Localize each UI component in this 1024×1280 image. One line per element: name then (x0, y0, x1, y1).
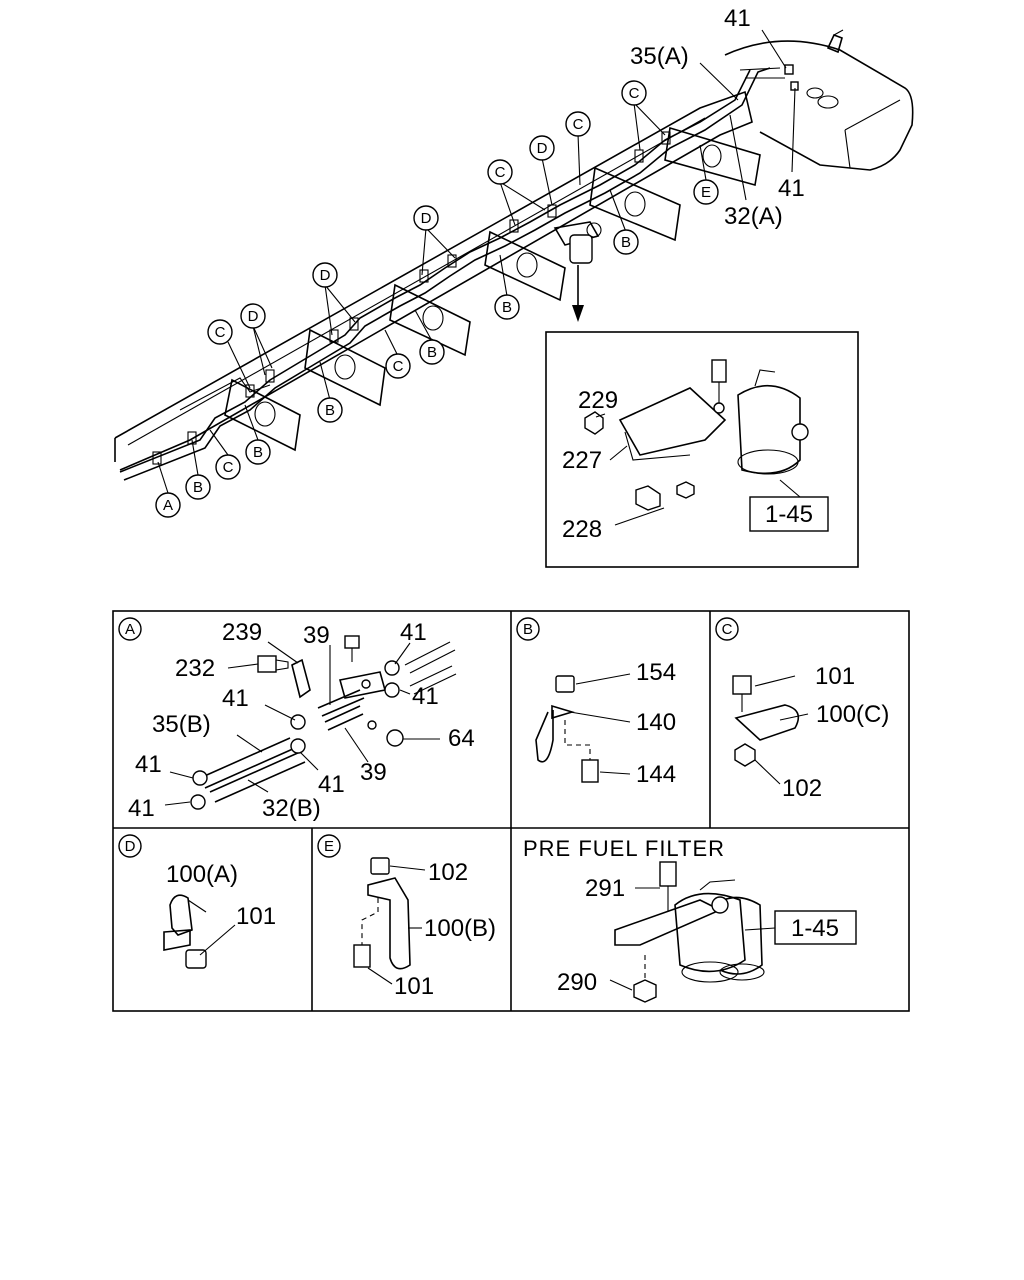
callout-c: C (215, 454, 241, 480)
callout-a: A (155, 492, 181, 518)
label-101: 101 (394, 973, 434, 1000)
callout-d: D (529, 135, 555, 161)
label-32a: 32(A) (724, 203, 783, 230)
svg-text:C: C (393, 358, 404, 375)
fuel-tank (724, 29, 914, 171)
label-100b: 100(B) (424, 915, 496, 942)
label-ref-1-45: 1-45 (791, 915, 839, 942)
panel-e-letter: E (324, 838, 334, 855)
label-39-b: 39 (360, 759, 387, 786)
panel-c-letter: C (722, 621, 733, 638)
filter-inset: 229 227 228 1-45 (545, 331, 859, 568)
frame-mounted-fuel-filter (553, 221, 602, 322)
label-32b: 32(B) (262, 795, 321, 822)
callout-d: D (413, 205, 439, 231)
label-41-right: 41 (778, 175, 805, 202)
label-41-a: 41 (400, 619, 427, 646)
panel-c: C 101 100(C) 102 (715, 617, 889, 802)
callout-b: B (317, 397, 343, 423)
label-102: 102 (782, 775, 822, 802)
svg-text:D: D (421, 210, 432, 227)
callout-c: C (487, 159, 513, 185)
panel-a: A (118, 617, 475, 822)
panel-a-letter: A (125, 621, 135, 638)
label-229: 229 (578, 387, 618, 414)
svg-text:B: B (253, 444, 263, 461)
panel-e: E 102 100(B) 101 (317, 834, 496, 1000)
label-239: 239 (222, 619, 262, 646)
main-leader-lines (157, 29, 796, 494)
label-41-c: 41 (412, 683, 439, 710)
label-101: 101 (236, 903, 276, 930)
label-100a: 100(A) (166, 861, 238, 888)
callout-c: C (385, 353, 411, 379)
label-232: 232 (175, 655, 215, 682)
cross-members (224, 126, 761, 452)
svg-text:C: C (629, 85, 640, 102)
svg-text:B: B (502, 299, 512, 316)
svg-text:C: C (215, 324, 226, 341)
label-101: 101 (815, 663, 855, 690)
label-144: 144 (636, 761, 676, 788)
detail-panels-grid (112, 610, 910, 1012)
panel-pre-fuel-filter: PRE FUEL FILTER 291 1-45 290 (523, 836, 857, 1003)
panel-d: D 100(A) 101 (118, 834, 276, 969)
label-41-d: 41 (135, 751, 162, 778)
label-228: 228 (562, 516, 602, 543)
svg-text:C: C (223, 459, 234, 476)
label-154: 154 (636, 659, 676, 686)
callout-b: B (245, 439, 271, 465)
chassis-frame-illustration (114, 29, 914, 481)
svg-text:B: B (193, 479, 203, 496)
label-64: 64 (448, 725, 475, 752)
panel-title: PRE FUEL FILTER (523, 836, 725, 861)
callout-b: B (613, 229, 639, 255)
label-290: 290 (557, 969, 597, 996)
label-227: 227 (562, 447, 602, 474)
label-41-f: 41 (128, 795, 155, 822)
svg-text:B: B (621, 234, 631, 251)
label-41-e: 41 (318, 771, 345, 798)
label-35b: 35(B) (152, 711, 211, 738)
label-41-top: 41 (724, 5, 751, 32)
callout-b: B (494, 294, 520, 320)
callout-b: B (419, 339, 445, 365)
svg-text:C: C (495, 164, 506, 181)
panel-b-letter: B (523, 621, 533, 638)
label-41-b: 41 (222, 685, 249, 712)
callout-c: C (565, 111, 591, 137)
label-39-a: 39 (303, 622, 330, 649)
svg-text:D: D (248, 308, 259, 325)
label-100c: 100(C) (816, 701, 889, 728)
panel-b: B 154 140 144 (516, 617, 676, 788)
label-35a: 35(A) (630, 43, 689, 70)
label-140: 140 (636, 709, 676, 736)
label-291: 291 (585, 875, 625, 902)
svg-text:B: B (427, 344, 437, 361)
callout-b: B (185, 474, 211, 500)
label-102: 102 (428, 859, 468, 886)
callout-d: D (312, 262, 338, 288)
callout-e: E (693, 179, 719, 205)
svg-text:D: D (320, 267, 331, 284)
svg-text:B: B (325, 402, 335, 419)
svg-text:E: E (701, 184, 711, 201)
svg-text:D: D (537, 140, 548, 157)
callout-d: D (240, 303, 266, 329)
main-callouts: A B C B C D B C D B C B D B D C C E (155, 80, 719, 518)
callout-c: C (621, 80, 647, 106)
panel-d-letter: D (125, 838, 136, 855)
svg-text:A: A (163, 497, 173, 514)
label-ref-1-45: 1-45 (765, 501, 813, 528)
svg-text:C: C (573, 116, 584, 133)
fuel-pipes (119, 67, 785, 481)
callout-c: C (207, 319, 233, 345)
